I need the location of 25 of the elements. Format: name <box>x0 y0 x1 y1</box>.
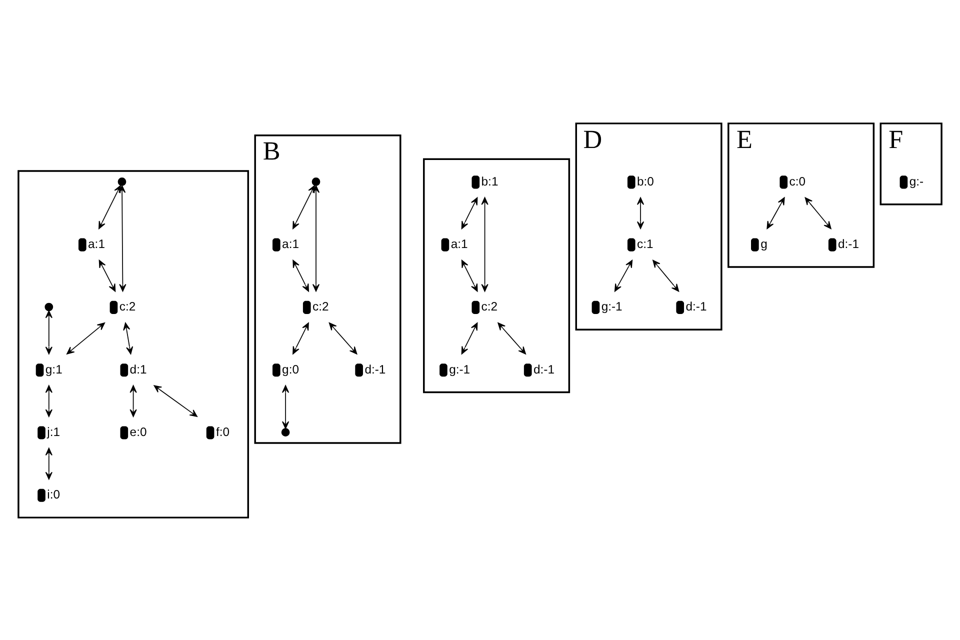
node-label: a:1 <box>450 236 468 251</box>
node-label: i:0 <box>47 487 60 502</box>
node-label: g:- <box>909 174 924 188</box>
node-label: c:1 <box>637 236 654 251</box>
node-label: c:2 <box>312 299 329 314</box>
node-label: d:-1 <box>534 362 554 376</box>
node-label: g:0 <box>282 362 299 376</box>
node-label: c:2 <box>119 299 136 314</box>
node-label: a:1 <box>282 236 299 251</box>
node-label: f:0 <box>216 424 230 438</box>
node-label: d:-1 <box>686 299 707 314</box>
node-label: b:0 <box>637 174 654 188</box>
node-label: g:-1 <box>449 362 470 376</box>
node-label: g <box>760 236 768 251</box>
node-label: d:1 <box>130 362 147 376</box>
node-label: d:-1 <box>838 236 859 251</box>
node-label: g:-1 <box>601 299 622 314</box>
node-label: e:0 <box>130 424 147 438</box>
node-label: j:1 <box>47 424 60 438</box>
node-label: g:1 <box>45 362 62 376</box>
node-label: c:2 <box>481 299 498 314</box>
node-label: c:0 <box>789 174 806 188</box>
node-label: b:1 <box>481 174 498 188</box>
node-label: d:-1 <box>364 362 386 376</box>
node-label: a:1 <box>88 236 105 251</box>
